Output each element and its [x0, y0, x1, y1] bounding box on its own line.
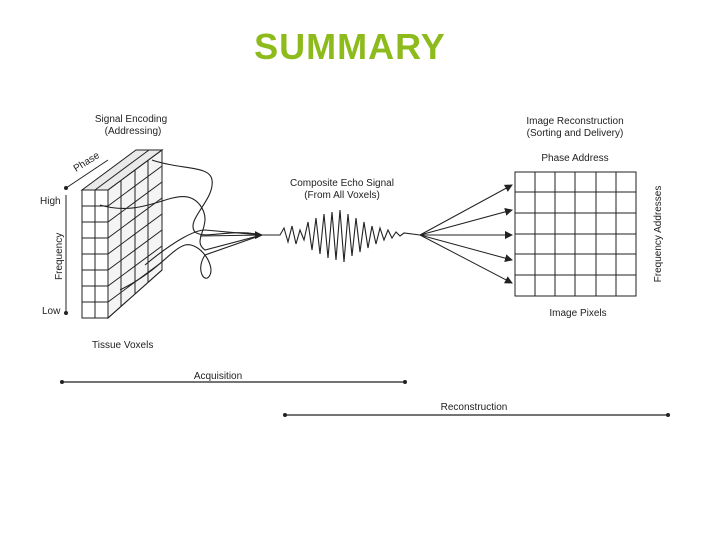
signal-encoding-sub-label: (Addressing)	[105, 126, 162, 137]
phase-axis-dot	[64, 186, 68, 190]
acquisition-label: Acquisition	[194, 371, 242, 382]
image-pixel-grid	[514, 171, 637, 297]
composite-echo-sub-label: (From All Voxels)	[304, 190, 380, 201]
phase-label: Phase	[72, 150, 102, 175]
signal-encoding-label: Signal Encoding	[95, 114, 167, 125]
frequency-label: Frequency	[54, 233, 65, 280]
phase-address-label: Phase Address	[541, 153, 608, 164]
reconstruction-arrows	[419, 184, 513, 284]
tissue-voxel-block	[80, 149, 164, 320]
reconstruction-start-dot	[283, 413, 287, 417]
composite-echo-waveform	[262, 209, 421, 263]
frequency-axis-dot	[64, 311, 68, 315]
convergence-arrow	[199, 231, 263, 240]
composite-echo-label: Composite Echo Signal	[290, 178, 394, 189]
image-reconstruction-sub-label: (Sorting and Delivery)	[527, 128, 624, 139]
image-pixels-label: Image Pixels	[549, 308, 606, 319]
tissue-voxels-label: Tissue Voxels	[92, 340, 153, 351]
acquisition-start-dot	[60, 380, 64, 384]
reconstruction-label: Reconstruction	[441, 402, 508, 413]
high-label: High	[40, 196, 61, 207]
voxel-signal-waves	[99, 159, 263, 291]
reconstruction-end-dot	[666, 413, 670, 417]
phase-axis-line	[65, 159, 109, 189]
frequency-addresses-label: Frequency Addresses	[653, 186, 664, 283]
slide-title: SUMMARY	[254, 26, 446, 67]
low-label: Low	[42, 306, 61, 317]
image-reconstruction-label: Image Reconstruction	[526, 116, 623, 127]
acquisition-end-dot	[403, 380, 407, 384]
